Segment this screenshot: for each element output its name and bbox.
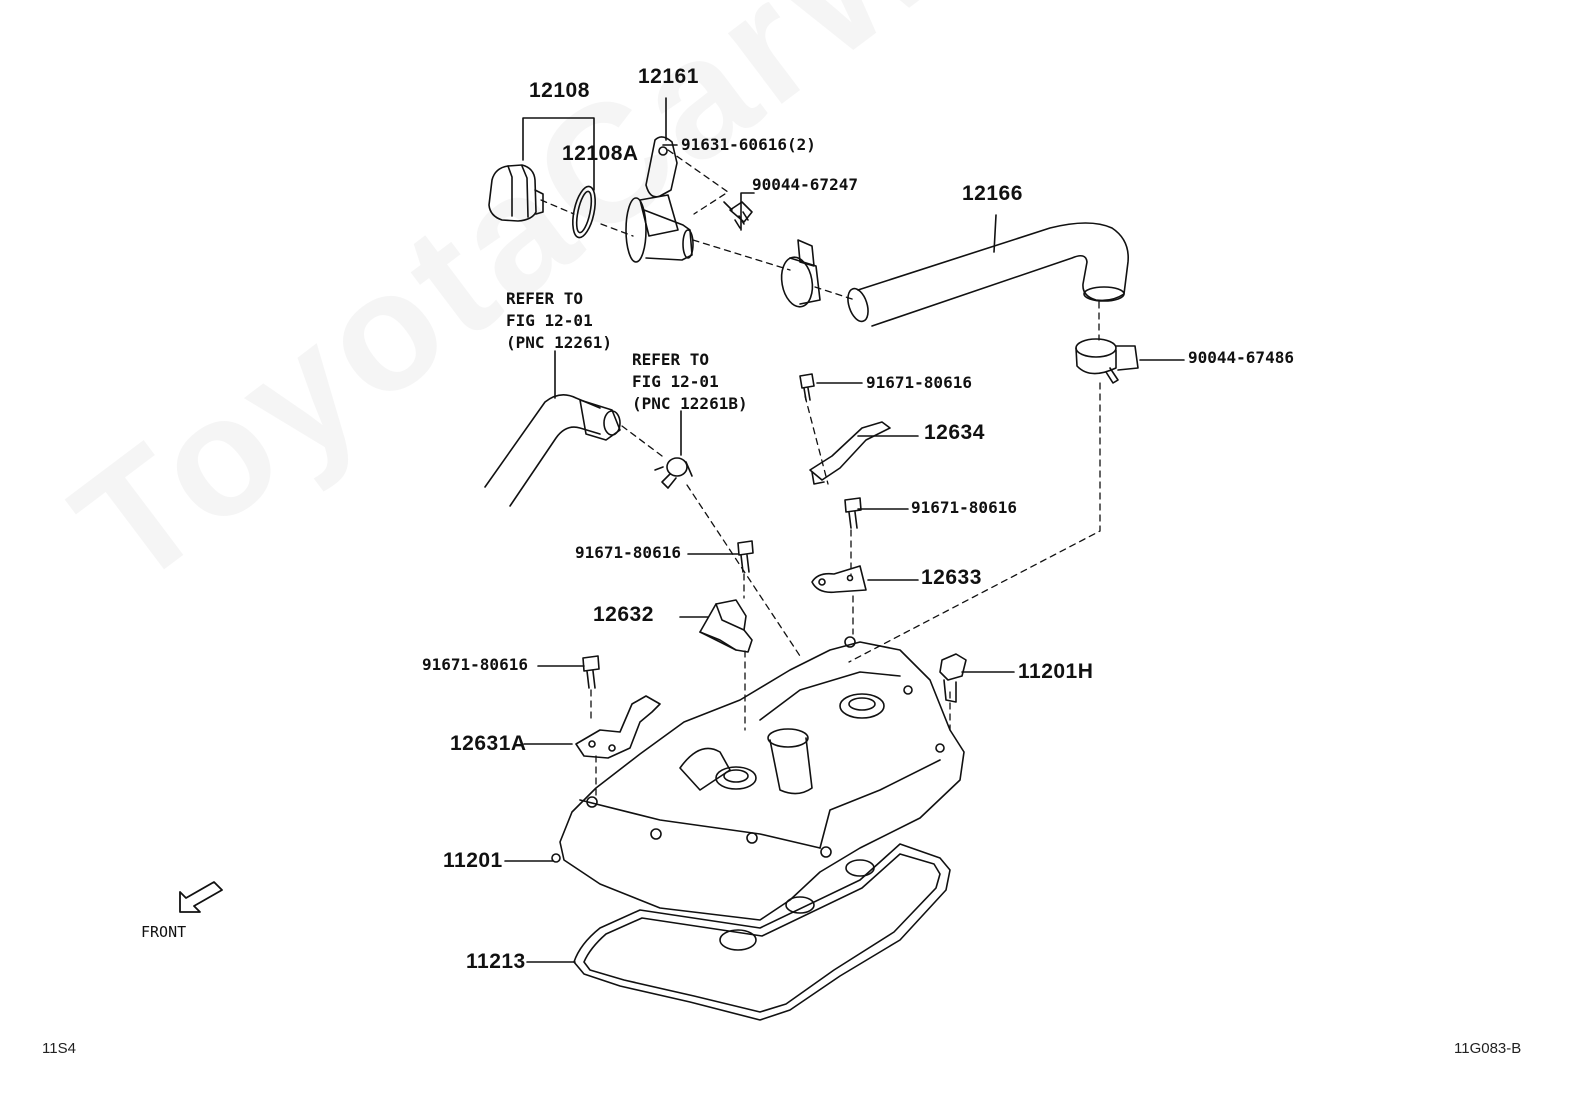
label-91671-80616-c: 91671-80616 <box>575 543 681 562</box>
part-11201-cover <box>551 636 965 921</box>
refer-note-12261: REFER TO FIG 12-01 (PNC 12261) <box>506 289 612 352</box>
part-12261B-clip-ref <box>654 457 693 489</box>
label-11201: 11201 <box>443 849 503 872</box>
label-12631A: 12631A <box>450 732 527 755</box>
part-12631A-bracket <box>575 695 661 759</box>
label-91671-80616-b: 91671-80616 <box>911 498 1017 517</box>
label-12633: 12633 <box>921 566 982 589</box>
part-12261-hose-ref <box>484 394 621 507</box>
label-11201H: 11201H <box>1018 660 1094 683</box>
part-bolt-91671-a <box>799 373 815 401</box>
footer-right-code: 11G083-B <box>1454 1040 1522 1057</box>
front-arrow-icon <box>179 881 223 913</box>
part-12166-hose <box>847 222 1129 327</box>
front-label: FRONT <box>141 923 187 941</box>
label-12634: 12634 <box>924 421 985 444</box>
part-12108A-oring <box>572 185 596 239</box>
label-11213: 11213 <box>466 950 526 973</box>
leader-lines <box>504 97 1185 963</box>
footer-left-code: 11S4 <box>42 1040 76 1057</box>
label-90044-67247: 90044-67247 <box>752 175 858 194</box>
part-11201H-bolt <box>939 653 967 703</box>
dashed-assembly-lines <box>540 149 1101 801</box>
part-12161-fitting <box>625 136 694 263</box>
label-91671-80616-d: 91671-80616 <box>422 655 528 674</box>
part-91631-screw <box>723 201 753 229</box>
refer-note-12261B: REFER TO FIG 12-01 (PNC 12261B) <box>632 350 748 413</box>
part-12633-bracket <box>811 565 867 594</box>
label-12161: 12161 <box>638 65 699 88</box>
part-12632-bracket <box>699 599 753 653</box>
label-90044-67486: 90044-67486 <box>1188 348 1294 367</box>
label-12108A: 12108A <box>562 142 639 165</box>
label-12166: 12166 <box>962 182 1023 205</box>
part-12108-cap <box>488 164 544 222</box>
part-bolt-91671-b <box>844 497 862 529</box>
part-bolt-91671-d <box>582 655 600 689</box>
label-12632: 12632 <box>593 603 654 626</box>
part-90044-67247-clamp <box>780 239 821 308</box>
label-91631-60616: 91631-60616(2) <box>681 135 816 154</box>
part-bolt-91671-c <box>737 540 754 573</box>
label-91671-80616-a: 91671-80616 <box>866 373 972 392</box>
label-12108: 12108 <box>529 79 590 102</box>
part-12634-bracket <box>809 421 891 485</box>
part-11213-gasket <box>573 843 951 1021</box>
part-90044-67486-clamp <box>1075 338 1139 384</box>
